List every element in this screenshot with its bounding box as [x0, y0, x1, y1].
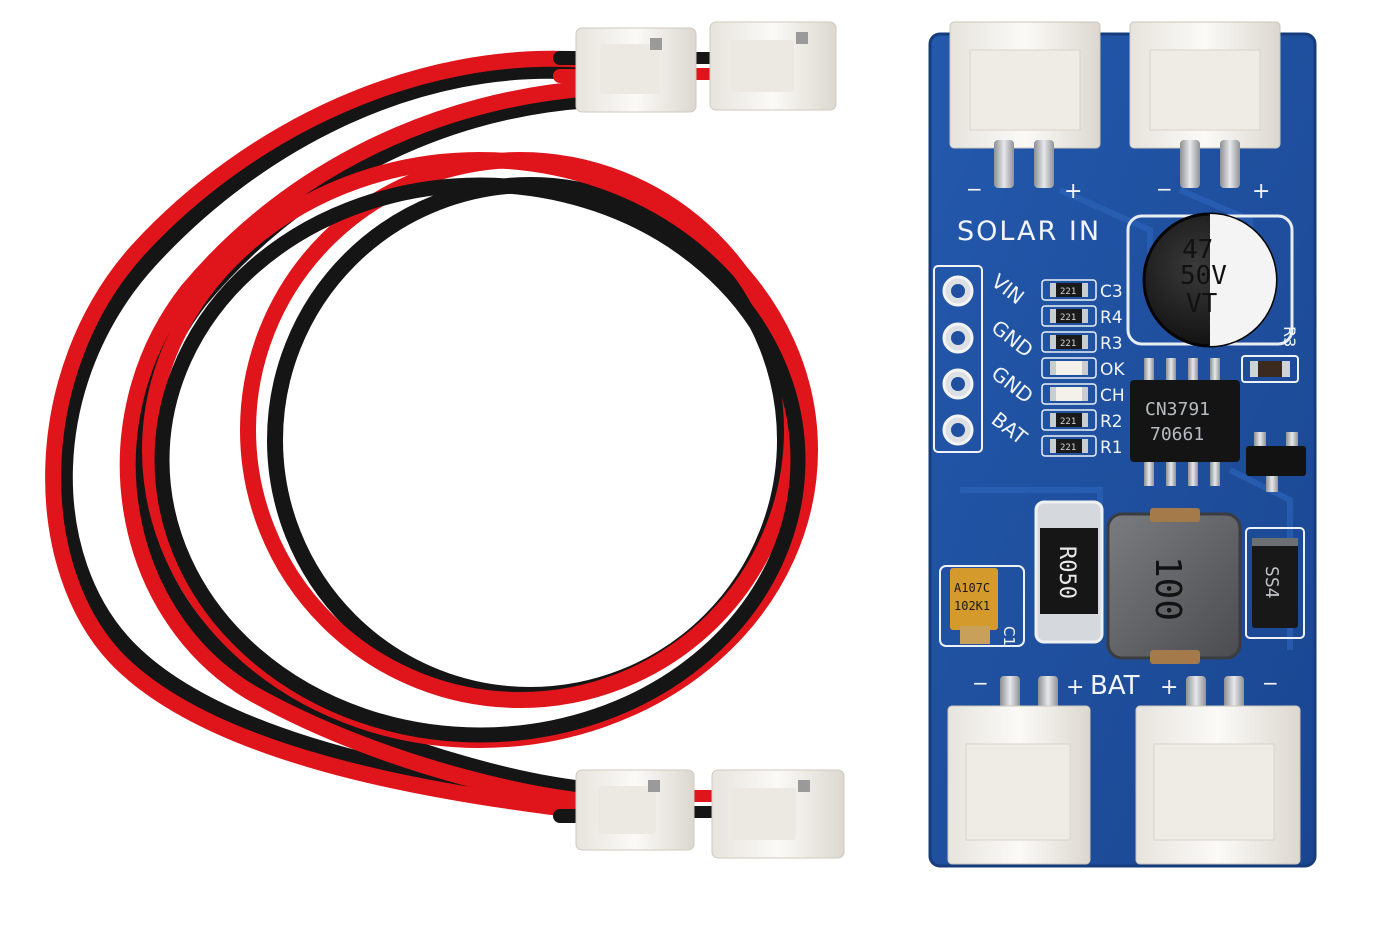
power-inductor: 100 [1106, 508, 1242, 664]
smd-label-r3: R3 [1100, 334, 1123, 354]
capacitor-line1: 47 [1182, 235, 1213, 265]
smd-terminal [1082, 361, 1088, 375]
smd-label-r2: R2 [1100, 412, 1123, 432]
smd-terminal [1082, 439, 1088, 453]
smd-marking: 221 [1060, 339, 1076, 349]
capacitor-line2: 50V [1180, 261, 1227, 291]
schottky-diode: SS4 [1245, 527, 1305, 639]
solar-connector-right [1129, 21, 1281, 188]
smd-footprint [1041, 305, 1097, 327]
smd-resistor [1050, 413, 1088, 427]
sense-resistor: R050 [1034, 500, 1104, 644]
smd-terminal [1082, 309, 1088, 323]
smd-terminal [1082, 283, 1088, 297]
jst-plug-bottom-right [711, 769, 845, 859]
resistor-r3-right: R3 [1241, 326, 1299, 383]
smd-led [1050, 387, 1088, 401]
smd-footprint [1041, 435, 1097, 457]
charger-ic: CN3791 70661 [1130, 358, 1240, 486]
solar-left-minus: − [966, 177, 983, 201]
bat-left-minus: − [972, 671, 989, 695]
smd-resistor [1050, 309, 1088, 323]
bat-right-minus: − [1262, 671, 1279, 695]
smd-terminal [1082, 387, 1088, 401]
inductor-marking: 100 [1147, 556, 1188, 621]
smd-terminal [1050, 439, 1056, 453]
bat-label: BAT [1090, 671, 1140, 701]
smd-footprint [1041, 383, 1097, 405]
sense-resistor-marking: R050 [1054, 546, 1079, 599]
resistor-r3-label: R3 [1280, 326, 1299, 347]
cable-pair [45, 21, 845, 859]
smd-terminal [1050, 335, 1056, 349]
cable-outer-loop [45, 50, 600, 820]
smd-led [1050, 361, 1088, 375]
solar-connector-left [949, 21, 1101, 188]
c1-label: C1 [1000, 626, 1018, 646]
battery-connector-left [947, 676, 1091, 865]
smd-footprint [1041, 357, 1097, 379]
solar-right-minus: − [1156, 177, 1173, 201]
smd-resistor [1050, 335, 1088, 349]
cable-middle-loop [119, 80, 610, 810]
transistor [1246, 432, 1306, 492]
smd-label-r4: R4 [1100, 308, 1123, 328]
capacitor-line3: VT [1186, 289, 1218, 319]
smd-label-ch: CH [1100, 386, 1125, 406]
smd-terminal [1082, 335, 1088, 349]
smd-resistor [1050, 439, 1088, 453]
ic-marking-line2: 70661 [1150, 424, 1204, 445]
smd-terminal [1050, 309, 1056, 323]
smd-label-r1: R1 [1100, 438, 1123, 458]
tantalum-line1: A107C [954, 581, 990, 595]
smd-terminal [1082, 413, 1088, 427]
smd-terminal [1050, 413, 1056, 427]
solar-right-plus: + [1252, 179, 1270, 204]
jst-plug-top-right [709, 21, 837, 111]
smd-marking: 221 [1060, 443, 1076, 453]
smd-terminal [1050, 361, 1056, 375]
ic-marking-line1: CN3791 [1145, 399, 1210, 420]
charger-board: − + − + SOLAR IN 47 50V VT VIN [928, 21, 1317, 868]
smd-footprint [1041, 279, 1097, 301]
smd-footprint [1041, 331, 1097, 353]
jst-plug-top-left [575, 27, 697, 113]
jst-plug-bottom-left [575, 769, 695, 851]
smd-label-c3: C3 [1100, 282, 1123, 302]
smd-marking: 221 [1060, 313, 1076, 323]
smd-marking: 221 [1060, 287, 1076, 297]
battery-connector-right [1135, 676, 1301, 865]
bat-left-plus: + [1066, 675, 1084, 700]
header-pins [933, 265, 983, 453]
smd-marking: 221 [1060, 417, 1076, 427]
bat-right-plus: + [1160, 675, 1178, 700]
smd-footprint [1041, 409, 1097, 431]
solar-left-plus: + [1064, 179, 1082, 204]
diode-marking: SS4 [1261, 566, 1282, 599]
tantalum-capacitor: A107C 102K1 C1 [939, 565, 1025, 647]
cable-inner-loop [142, 152, 818, 748]
smd-terminal [1050, 387, 1056, 401]
smd-resistor [1050, 283, 1088, 297]
electrolytic-capacitor: 47 50V VT [1126, 212, 1294, 348]
tantalum-line2: 102K1 [954, 599, 990, 613]
smd-terminal [1050, 283, 1056, 297]
solar-in-label: SOLAR IN [957, 216, 1101, 247]
smd-label-ok: OK [1100, 360, 1125, 380]
